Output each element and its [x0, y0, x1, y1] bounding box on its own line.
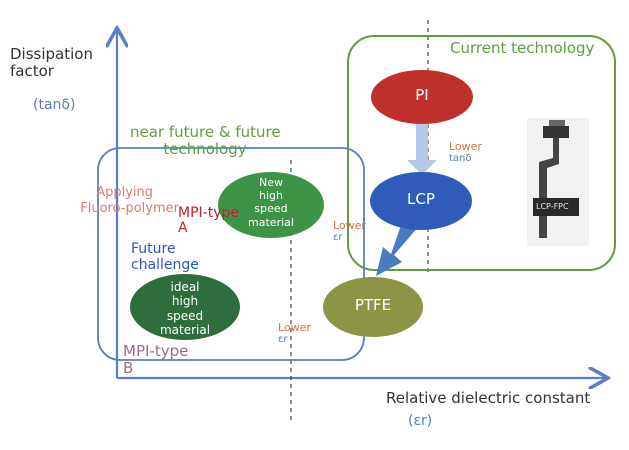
y-axis-title-line1: Dissipation	[10, 45, 93, 63]
ptfe-ellipse	[323, 277, 423, 337]
new-material-line3: speed	[254, 202, 288, 216]
lower-tan-arrow	[407, 116, 437, 175]
pi-ellipse	[371, 70, 473, 124]
lcp-fpc-label: LCP-FPC	[536, 202, 569, 211]
ptfe-label: PTFE	[354, 296, 392, 314]
mpi-type-b-line2: B	[123, 359, 134, 378]
mpi-type-a-line1: MPI-type	[178, 205, 239, 221]
new-material-label: New high speed material	[236, 176, 306, 229]
new-material-ellipse	[218, 172, 324, 238]
future-technology-title-line2: technology	[163, 140, 247, 159]
mpi-type-a-line2: A	[178, 220, 188, 237]
new-material-line1: New	[259, 176, 283, 189]
lcp-fpc-photo: LCP-FPC	[527, 118, 589, 246]
future-technology-region	[97, 147, 365, 361]
lower-tan-symbol: tanδ	[449, 153, 472, 165]
lower-er-mid-word: Lower	[333, 219, 366, 232]
x-axis-symbol: (εr)	[408, 413, 433, 429]
lower-er-arrow	[376, 214, 419, 276]
lower-er-bottom-word: Lower	[278, 321, 311, 334]
ideal-material-label: ideal high speed material	[150, 280, 220, 338]
y-axis-title: Dissipation factor	[10, 45, 93, 81]
mpi-type-b-line1: MPI-type	[123, 342, 189, 360]
ideal-material-line2: high	[171, 294, 199, 309]
current-technology-region	[347, 35, 616, 271]
y-axis-symbol: (tanδ)	[33, 97, 76, 113]
applying-fluoro-polymer-label: Applying Fluoro-polymer	[67, 185, 179, 218]
lower-tan-word: Lower	[449, 140, 482, 153]
new-material-line4: material	[248, 215, 294, 229]
future-technology-title-line1: near future & future	[130, 123, 281, 141]
ideal-material-line3: speed	[166, 308, 204, 323]
mpi-type-a-label: MPI-type A	[178, 205, 239, 237]
lower-er-mid-annotation: Lower εr	[333, 219, 366, 244]
future-challenge-line2: challenge	[131, 257, 199, 274]
lower-tan-annotation: Lower tanδ	[449, 140, 482, 165]
lower-er-bottom-annotation: Lower εr	[278, 321, 311, 346]
y-axis-title-line2: factor	[10, 62, 54, 81]
future-challenge-label: Future challenge	[131, 241, 199, 273]
lower-er-bottom-symbol: εr	[278, 334, 288, 346]
future-challenge-line1: Future	[131, 241, 176, 257]
fluoro-line1: Applying	[96, 185, 153, 200]
mpi-type-b-label: MPI-type B	[123, 342, 189, 378]
ideal-material-line1: ideal	[170, 280, 200, 294]
future-technology-title: near future & future technology	[130, 123, 281, 159]
ideal-material-ellipse	[130, 274, 240, 340]
current-technology-title: Current technology	[450, 39, 595, 57]
lcp-label: LCP	[407, 190, 435, 208]
new-material-line2: high	[259, 189, 283, 203]
fluoro-line2: Fluoro-polymer	[80, 201, 179, 217]
lcp-ellipse	[370, 172, 472, 230]
lower-er-mid-symbol: εr	[333, 232, 343, 244]
x-axis-title: Relative dielectric constant	[386, 389, 591, 407]
ideal-material-line4: material	[159, 323, 211, 338]
pi-label: PI	[415, 86, 429, 104]
